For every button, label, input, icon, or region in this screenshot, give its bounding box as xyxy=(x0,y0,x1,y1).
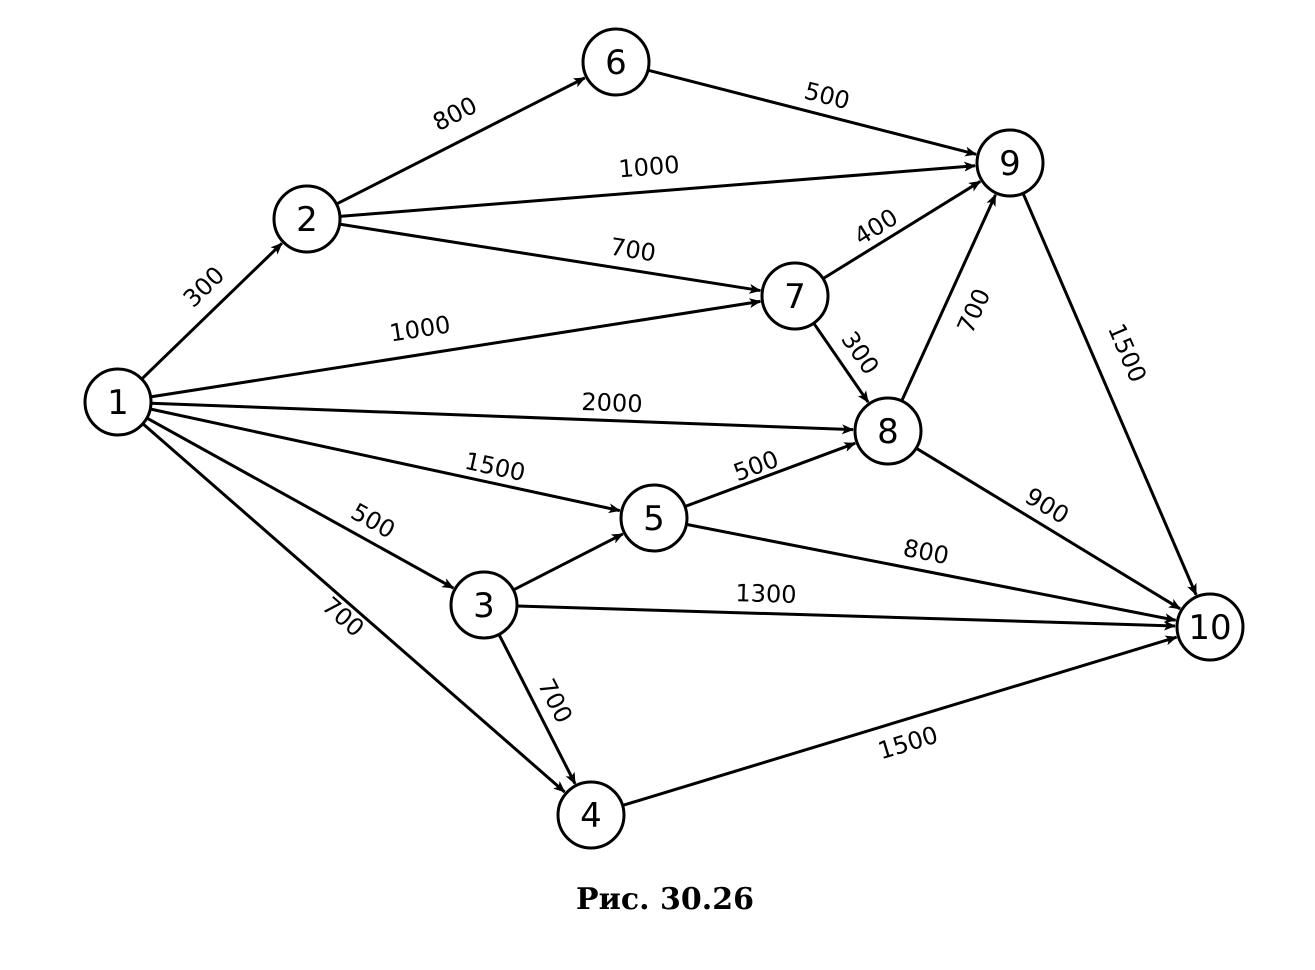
edge-1-2 xyxy=(140,242,283,381)
node-circle-4 xyxy=(556,780,626,850)
node-label-10: 10 xyxy=(1188,608,1231,648)
edge-label-5-8: 500 xyxy=(730,445,783,487)
edge-label-1-7: 1000 xyxy=(388,310,453,347)
edges-layer xyxy=(140,68,1198,807)
node-label-3: 3 xyxy=(473,586,495,626)
node-circle-3 xyxy=(449,570,519,640)
node-6: 6 xyxy=(581,27,651,97)
node-label-5: 5 xyxy=(643,499,665,539)
node-circle-9 xyxy=(975,128,1045,198)
node-circle-2 xyxy=(272,184,342,254)
node-label-4: 4 xyxy=(580,796,602,836)
node-circle-6 xyxy=(581,27,651,97)
node-label-6: 6 xyxy=(605,43,627,83)
node-circle-1 xyxy=(83,367,153,437)
edge-2-6 xyxy=(335,76,586,206)
node-10: 10 xyxy=(1175,592,1245,662)
node-circle-10 xyxy=(1175,592,1245,662)
node-3: 3 xyxy=(449,570,519,640)
node-4: 4 xyxy=(556,780,626,850)
node-circle-8 xyxy=(853,396,923,466)
edge-label-3-4: 700 xyxy=(532,674,578,728)
edge-1-8 xyxy=(150,401,855,435)
node-8: 8 xyxy=(853,396,923,466)
edge-9-10 xyxy=(1021,192,1198,596)
node-7: 7 xyxy=(760,261,830,331)
node-2: 2 xyxy=(272,184,342,254)
node-5: 5 xyxy=(619,483,689,553)
edge-label-2-6: 800 xyxy=(428,91,482,137)
edge-label-1-3: 500 xyxy=(346,498,400,545)
edge-1-4 xyxy=(141,422,566,794)
edge-label-8-10: 900 xyxy=(1020,482,1074,530)
edge-label-1-4: 700 xyxy=(317,591,370,642)
edge-3-5 xyxy=(512,532,624,592)
edge-label-1-5: 1500 xyxy=(462,447,528,487)
node-circle-7 xyxy=(760,261,830,331)
edge-label-4-10: 1500 xyxy=(875,721,942,766)
edge-5-8 xyxy=(684,441,857,508)
edge-8-9 xyxy=(900,193,997,402)
edge-4-10 xyxy=(622,635,1178,807)
edge-label-6-9: 500 xyxy=(801,77,852,116)
edge-label-2-7: 700 xyxy=(608,233,658,268)
node-label-2: 2 xyxy=(296,200,318,240)
edge-7-9 xyxy=(822,180,982,280)
nodes-layer: 1 2 3 4 5 6 7 8 9 10 xyxy=(83,27,1245,850)
node-label-1: 1 xyxy=(107,383,129,423)
node-label-7: 7 xyxy=(784,277,806,317)
edge-7-8 xyxy=(812,322,870,404)
edge-2-7 xyxy=(339,222,762,294)
edge-label-9-10: 1500 xyxy=(1102,319,1152,386)
edge-label-1-8: 2000 xyxy=(581,388,643,418)
node-9: 9 xyxy=(975,128,1045,198)
node-1: 1 xyxy=(83,367,153,437)
node-label-8: 8 xyxy=(877,412,899,452)
edge-6-9 xyxy=(647,68,978,157)
edge-label-5-10: 800 xyxy=(901,534,951,570)
edge-label-8-9: 700 xyxy=(952,284,996,337)
edge-1-3 xyxy=(146,416,455,590)
edge-label-3-10: 1300 xyxy=(735,579,797,609)
edge-8-10 xyxy=(915,446,1181,611)
edge-label-2-9: 1000 xyxy=(617,151,680,184)
node-circle-5 xyxy=(619,483,689,553)
edge-2-9 xyxy=(339,161,977,218)
edge-label-7-9: 400 xyxy=(849,203,903,251)
edge-3-10 xyxy=(516,604,1177,631)
edge-1-7 xyxy=(150,298,762,399)
node-label-9: 9 xyxy=(999,144,1021,184)
edge-5-10 xyxy=(686,522,1177,624)
figure-caption: Рис. 30.26 xyxy=(576,882,754,917)
edge-1-5 xyxy=(149,407,621,514)
edge-3-4 xyxy=(497,633,577,785)
edge-label-1-2: 300 xyxy=(178,261,230,313)
edge-label-7-8: 300 xyxy=(835,326,884,380)
